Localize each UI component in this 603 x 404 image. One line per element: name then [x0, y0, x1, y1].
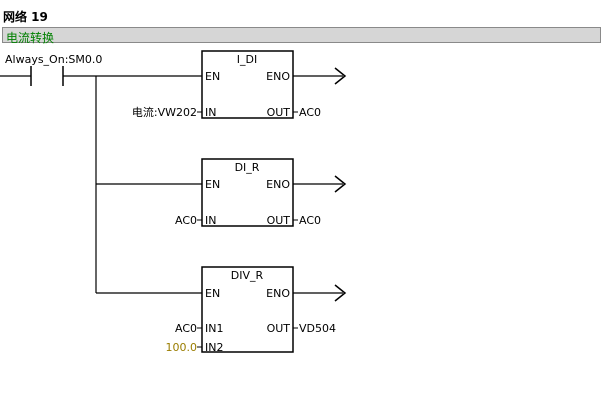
network-comment-bar[interactable]: 电流转换	[2, 27, 601, 45]
in2-operand[interactable]: 100.0	[166, 341, 198, 354]
box-title: DIV_R	[231, 269, 264, 282]
pin-in: IN	[205, 214, 216, 227]
box-div-r[interactable]: DIV_R EN ENO IN1 OUT IN2 AC0 100.0 VD504	[166, 266, 347, 354]
pin-eno: ENO	[266, 287, 290, 300]
pin-en: EN	[205, 70, 220, 83]
out-operand[interactable]: VD504	[299, 322, 336, 335]
pin-in1: IN1	[205, 322, 223, 335]
pin-en: EN	[205, 178, 220, 191]
pin-eno: ENO	[266, 70, 290, 83]
out-operand[interactable]: AC0	[299, 106, 321, 119]
eno-arrow-icon	[334, 284, 347, 302]
network-title: 网络 19	[3, 10, 48, 24]
in-operand[interactable]: 电流:VW202	[132, 105, 197, 119]
box-i-di[interactable]: I_DI EN ENO IN OUT 电流:VW202 AC0	[132, 50, 347, 119]
in-operand[interactable]: AC0	[175, 214, 197, 227]
eno-arrow-icon	[334, 67, 347, 85]
pin-in: IN	[205, 106, 216, 119]
contact-label: Always_On:SM0.0	[5, 53, 102, 66]
network-comment: 电流转换	[6, 31, 55, 45]
pin-out: OUT	[267, 106, 291, 119]
eno-arrow-icon	[334, 175, 347, 193]
out-operand[interactable]: AC0	[299, 214, 321, 227]
in1-operand[interactable]: AC0	[175, 322, 197, 335]
pin-out: OUT	[267, 322, 291, 335]
box-title: I_DI	[237, 53, 257, 66]
box-di-r[interactable]: DI_R EN ENO IN OUT AC0 AC0	[175, 158, 347, 227]
pin-eno: ENO	[266, 178, 290, 191]
pin-out: OUT	[267, 214, 291, 227]
contact-always-on[interactable]: Always_On:SM0.0	[5, 53, 102, 86]
box-title: DI_R	[235, 161, 260, 174]
pin-en: EN	[205, 287, 220, 300]
rung-wires	[63, 75, 202, 294]
pin-in2: IN2	[205, 341, 223, 354]
